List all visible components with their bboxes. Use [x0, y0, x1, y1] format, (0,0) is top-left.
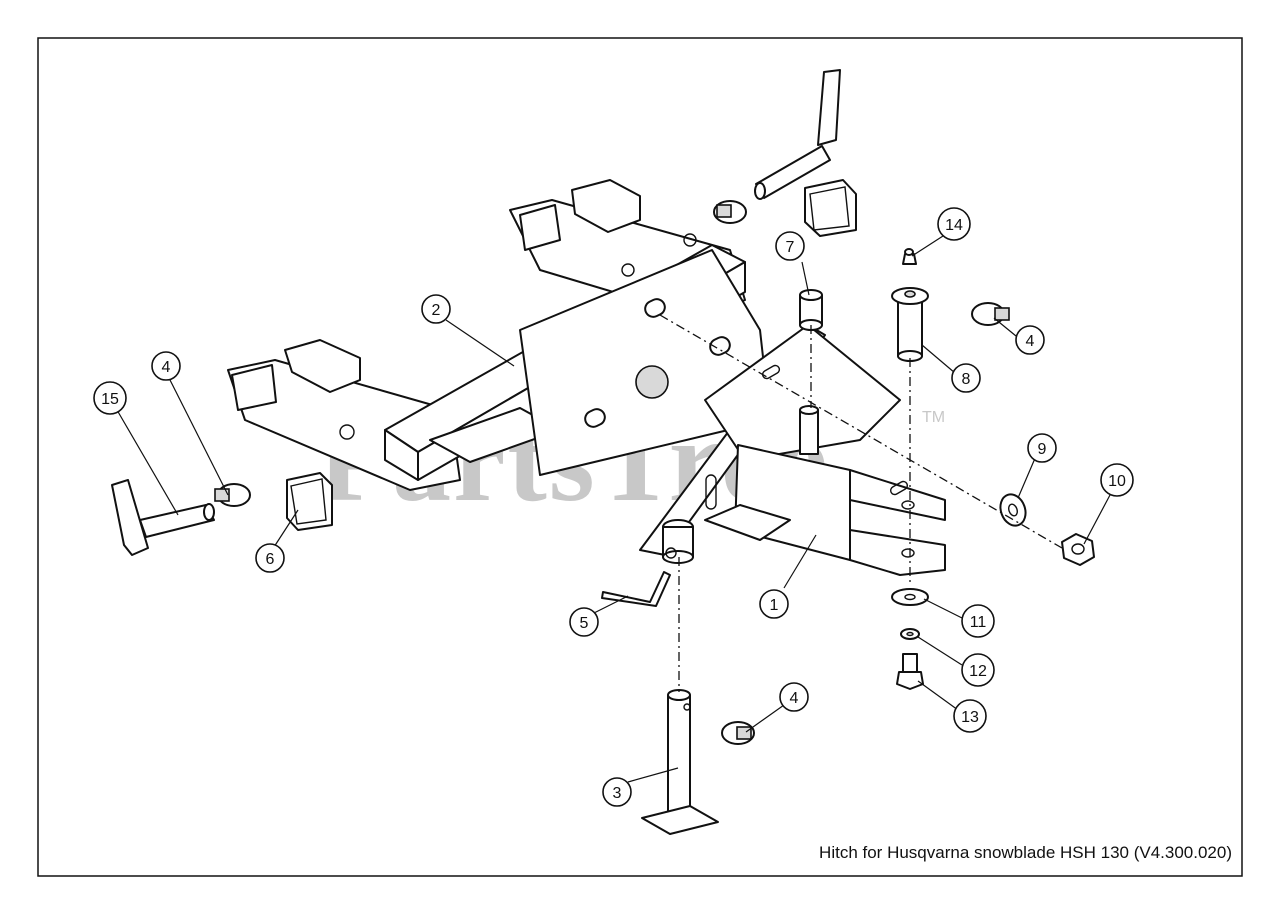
part-king-pin [891, 287, 929, 362]
part-lever-pin-rear [754, 69, 841, 200]
part-large-washer [891, 588, 929, 606]
part-washer [999, 493, 1027, 527]
callout-10[interactable]: 10 [1100, 463, 1134, 497]
callout-1[interactable]: 1 [759, 589, 789, 619]
part-square-plug-rear [804, 179, 857, 237]
callout-7[interactable]: 7 [775, 231, 805, 261]
assembly-lines [659, 314, 1063, 692]
callout-2[interactable]: 2 [421, 294, 451, 324]
part-jack-stand [641, 689, 719, 835]
callout-6-label: 6 [266, 551, 275, 568]
part-linch-pin-rear [713, 200, 747, 224]
callout-11-label: 11 [970, 614, 987, 631]
callout-15[interactable]: 15 [93, 381, 127, 415]
callout-4a-label: 4 [162, 359, 171, 376]
part-linch-pin-right [971, 302, 1010, 326]
part-lever-pin-front [111, 479, 215, 556]
part-crank-pin [601, 571, 671, 607]
callout-14[interactable]: 14 [937, 207, 971, 241]
callout-11[interactable]: 11 [961, 604, 995, 638]
callout-14-label: 14 [945, 217, 963, 234]
callout-9[interactable]: 9 [1027, 433, 1057, 463]
callout-4c[interactable]: 4 [779, 682, 809, 712]
callout-4b[interactable]: 4 [1015, 325, 1045, 355]
callout-4a[interactable]: 4 [151, 351, 181, 381]
callout-5-label: 5 [580, 615, 589, 632]
callout-12-label: 12 [969, 663, 987, 680]
callout-8-label: 8 [962, 371, 971, 388]
part-grease-fitting [902, 248, 917, 265]
part-bolt [896, 653, 924, 690]
callout-12[interactable]: 12 [961, 653, 995, 687]
callout-3[interactable]: 3 [602, 777, 632, 807]
part-bushing [799, 289, 823, 331]
callout-4c-label: 4 [790, 690, 799, 707]
callout-3-label: 3 [613, 785, 622, 802]
leader-lines [116, 235, 1111, 783]
callout-6[interactable]: 6 [255, 543, 285, 573]
part-hitch-bracket [639, 324, 946, 576]
diagram-caption: Hitch for Husqvarna snowblade HSH 130 (V… [819, 843, 1232, 862]
callout-1-label: 1 [770, 597, 779, 614]
callout-13-label: 13 [961, 709, 979, 726]
part-square-plug-front [286, 472, 333, 531]
watermark-trademark: TM [922, 409, 945, 426]
diagram-border [37, 37, 1243, 877]
part-linch-pin-front [214, 483, 251, 507]
callout-2-label: 2 [432, 302, 441, 319]
callout-8[interactable]: 8 [951, 363, 981, 393]
part-linch-pin-lower [721, 721, 755, 745]
part-lock-nut [1061, 533, 1095, 566]
callout-7-label: 7 [786, 239, 795, 256]
callout-5[interactable]: 5 [569, 607, 599, 637]
callout-9-label: 9 [1038, 441, 1047, 458]
part-lock-washer [900, 628, 920, 640]
callout-15-label: 15 [101, 391, 119, 408]
callout-10-label: 10 [1108, 473, 1126, 490]
callout-4b-label: 4 [1026, 333, 1035, 350]
callout-13[interactable]: 13 [953, 699, 987, 733]
